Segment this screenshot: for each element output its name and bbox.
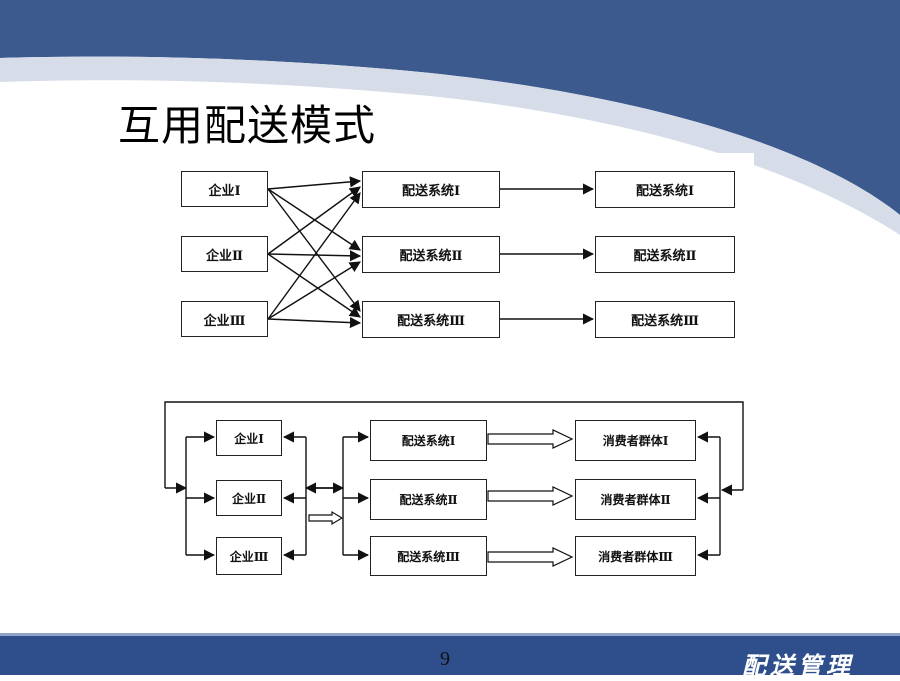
- d2-system-1: 配送系统Ⅰ: [370, 420, 487, 461]
- d1-system-3: 配送系统Ⅲ: [362, 301, 500, 338]
- d2-consumer-2: 消费者群体Ⅱ: [575, 479, 696, 520]
- slide-title: 互用配送模式: [118, 101, 377, 150]
- d2-enterprise-2: 企业Ⅱ: [216, 480, 282, 516]
- d2-enterprise-3: 企业Ⅲ: [216, 537, 282, 575]
- d1-enterprise-3: 企业Ⅲ: [181, 301, 268, 337]
- page-number: 9: [440, 648, 450, 670]
- d1-system-1: 配送系统Ⅰ: [362, 171, 500, 208]
- d1-cross-arrows: [267, 176, 362, 329]
- d2-consumer-1: 消费者群体Ⅰ: [575, 420, 696, 461]
- d2-arrows: [165, 431, 743, 561]
- d2-system-3: 配送系统Ⅲ: [370, 536, 487, 576]
- d1-system-arrows: [500, 183, 595, 325]
- d2-consumer-3: 消费者群体Ⅲ: [575, 536, 696, 576]
- d2-system-2: 配送系统Ⅱ: [370, 479, 487, 520]
- d2-hollow-arrows: [308, 429, 574, 567]
- d1-enterprise-1: 企业Ⅰ: [181, 171, 268, 207]
- d1-target-2: 配送系统Ⅱ: [595, 236, 735, 273]
- d1-target-3: 配送系统Ⅲ: [595, 301, 735, 338]
- d1-enterprise-2: 企业Ⅱ: [181, 236, 268, 272]
- d2-enterprise-1: 企业Ⅰ: [216, 420, 282, 456]
- d2-loop-lines: [164, 401, 744, 555]
- footer-brand: 配送管理: [742, 651, 854, 680]
- d1-system-2: 配送系统Ⅱ: [362, 236, 500, 273]
- d1-target-1: 配送系统Ⅰ: [595, 171, 735, 208]
